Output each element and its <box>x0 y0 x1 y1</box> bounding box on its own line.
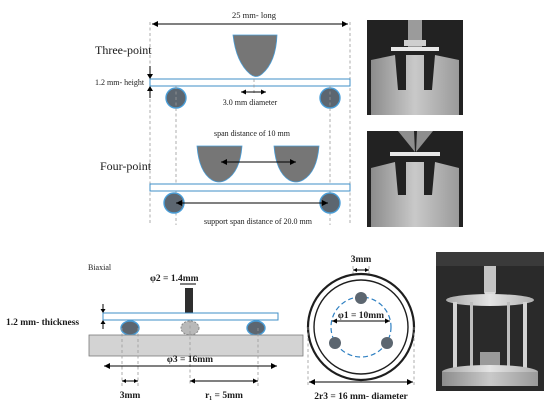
four-point-diagram: span distance of 10 mm Four-point suppor… <box>100 129 351 226</box>
gap-label: 3mm <box>120 391 141 401</box>
support-circle <box>330 296 392 358</box>
fixture-block-4pt <box>371 162 459 227</box>
biaxial-photo <box>436 252 544 391</box>
thickness-label: 1.2 mm- thickness <box>6 318 79 328</box>
phi2-label: φ2 = 1.4mm <box>150 274 199 284</box>
disc-specimen <box>102 312 279 321</box>
loading-piston <box>185 288 193 313</box>
support-base <box>88 334 304 357</box>
loading-nose-right <box>273 145 320 183</box>
outer-ring <box>306 272 416 382</box>
height-label: 1.2 mm- height <box>95 78 145 87</box>
fixture-block <box>371 55 459 115</box>
phi3-label: φ3 = 16mm <box>167 355 213 365</box>
phi1-label: φ1 = 10mm <box>338 311 384 321</box>
support-span-label: support span distance of 20.0 mm <box>204 217 313 226</box>
support-ball-right <box>246 320 266 336</box>
top-view-ball-top <box>355 292 367 304</box>
biaxial-top-view: 3mm φ1 = 10mm 2r3 = 16 mm- diameter <box>306 255 416 402</box>
top-plate <box>446 294 534 306</box>
four-point-photo <box>367 131 463 227</box>
biaxial-title: Biaxial <box>88 263 112 272</box>
top-view-ball-right <box>381 337 393 349</box>
four-point-title: Four-point <box>100 159 152 173</box>
three-point-title: Three-point <box>95 43 152 57</box>
top-view-ball-left <box>329 337 341 349</box>
span-label: span distance of 10 mm <box>214 129 291 138</box>
diameter-label: 3.0 mm diameter <box>223 98 278 107</box>
r1-label: r₁ = 5mm <box>205 391 243 401</box>
biaxial-side-view: Biaxial φ2 = 1.4mm 1.2 mm- thickness φ3 … <box>6 263 304 401</box>
three-point-photo <box>367 20 463 115</box>
three-point-diagram: 25 mm- long Three-point 1.2 mm- height 3… <box>95 10 351 225</box>
support-ball-left <box>120 320 140 336</box>
length-label: 25 mm- long <box>232 10 277 20</box>
loading-nose-left <box>196 145 243 183</box>
top-view-diameter-label: 2r3 = 16 mm- diameter <box>314 392 408 402</box>
inner-ring <box>313 279 409 375</box>
specimen-bar <box>149 78 351 87</box>
loading-nose <box>232 34 278 77</box>
specimen-bar-four-point <box>149 183 351 192</box>
top-view-gap-label: 3mm <box>351 255 372 265</box>
